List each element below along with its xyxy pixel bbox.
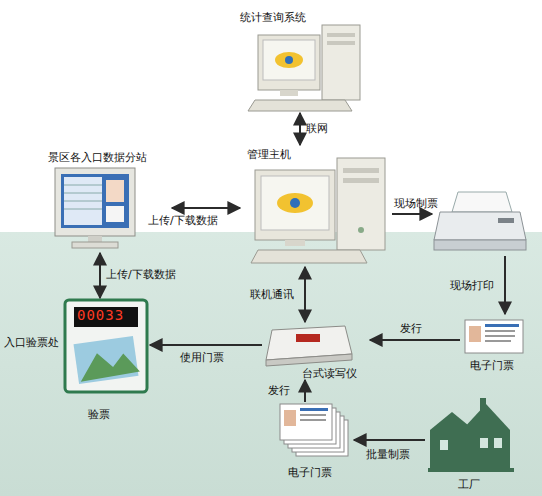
edge-label: 联机通讯 xyxy=(250,288,294,301)
node-label: 工厂 xyxy=(458,478,480,491)
led-counter: 00033 xyxy=(77,307,124,323)
device-node: 电子门票 xyxy=(272,402,354,482)
node-label: 管理主机 xyxy=(247,148,291,161)
edge-label: 发行 xyxy=(400,322,422,335)
device-node: 工厂 xyxy=(425,398,520,494)
device-node: 电子门票 xyxy=(460,318,532,376)
device-node: 台式读写仪 xyxy=(262,322,370,380)
node-label: 台式读写仪 xyxy=(302,367,357,380)
flow-label: 现场制票 xyxy=(394,197,438,210)
node-label: 入口验票处 xyxy=(4,336,59,349)
ticket-card-icon xyxy=(465,320,523,353)
edge-label: 上传/下载数据 xyxy=(106,268,176,281)
device-node: 景区各入口数据分站 xyxy=(40,148,172,253)
factory-icon xyxy=(428,398,514,472)
flow-arrow xyxy=(299,113,301,145)
flow-arrow xyxy=(172,207,240,209)
node-label: 统计查询系统 xyxy=(240,11,306,24)
flow-arrow xyxy=(354,439,425,441)
device-node: 管理主机 xyxy=(240,145,390,267)
flow-label: 现场打印 xyxy=(450,279,494,292)
computer-icon xyxy=(248,25,360,111)
card-reader-icon xyxy=(266,326,352,366)
edge-label: 上传/下载数据 xyxy=(148,214,218,227)
flow-arrow xyxy=(370,339,460,341)
computer-icon xyxy=(251,158,385,263)
edge-label: 联网 xyxy=(306,122,328,135)
edge-label: 批量制票 xyxy=(366,448,410,461)
node-label: 电子门票 xyxy=(288,466,332,479)
flow-arrow xyxy=(392,213,432,215)
ticket-stack-icon xyxy=(280,404,348,456)
monitor-icon xyxy=(55,168,135,248)
flow-arrow xyxy=(150,344,262,346)
flow-arrow xyxy=(504,256,506,314)
node-label: 景区各入口数据分站 xyxy=(48,151,147,164)
edge-label: 发行 xyxy=(268,384,290,397)
edge-label: 使用门票 xyxy=(180,351,224,364)
node-label: 验票 xyxy=(88,408,110,421)
node-label: 电子门票 xyxy=(470,359,514,372)
printer-icon xyxy=(434,192,526,250)
background-band xyxy=(0,232,542,496)
device-node: 入口验票处 00033 验票 xyxy=(2,298,150,423)
flow-arrow xyxy=(304,267,306,322)
device-node: 统计查询系统 xyxy=(235,8,375,113)
ticket-checker-icon xyxy=(65,300,147,392)
flow-arrow xyxy=(99,253,101,298)
flow-arrow xyxy=(304,380,306,402)
